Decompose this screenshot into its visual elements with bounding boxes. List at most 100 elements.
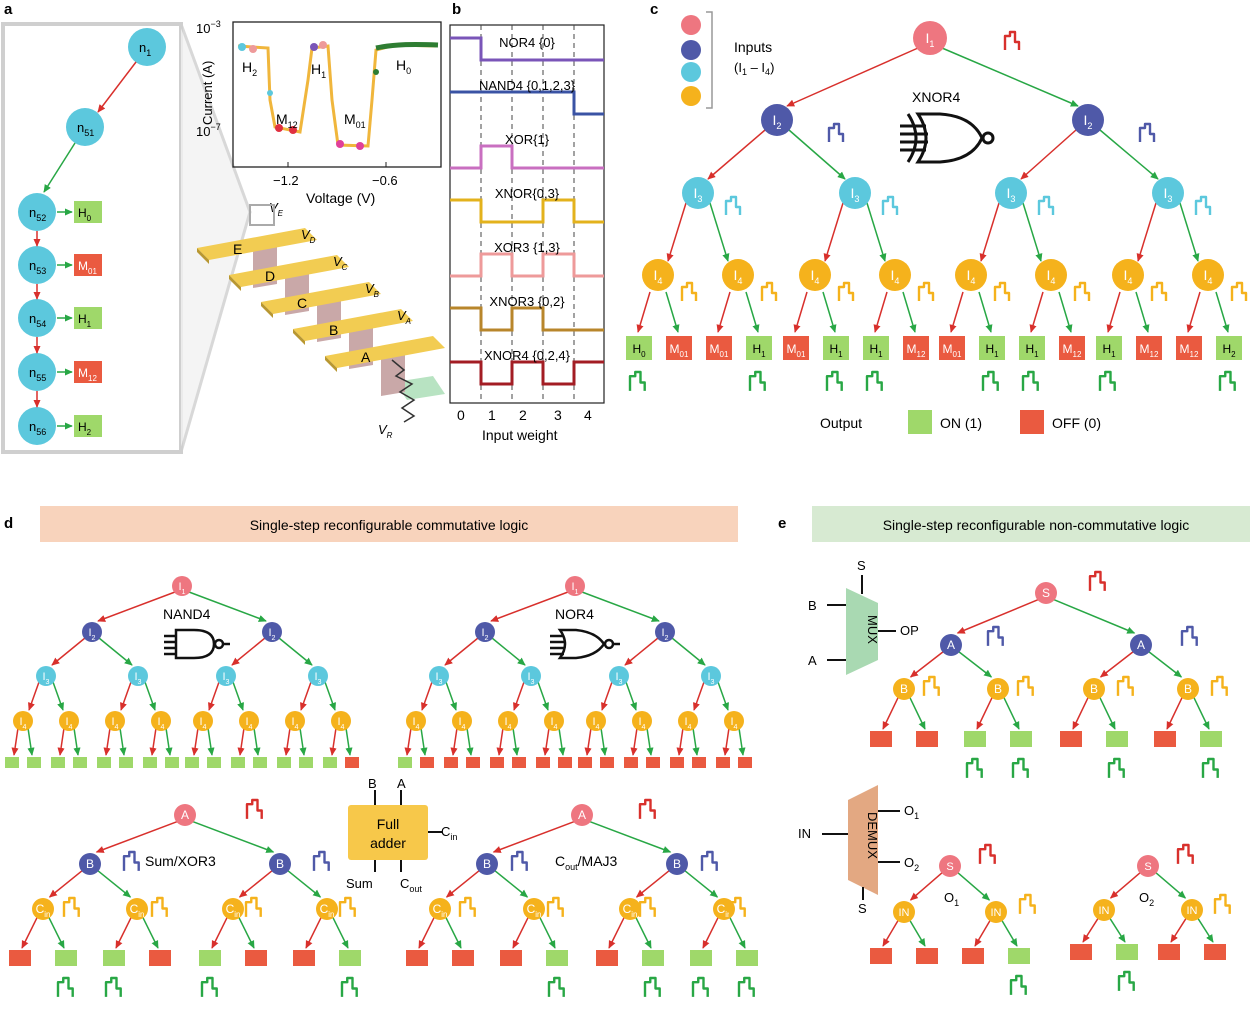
input-pulse-icon <box>1230 281 1248 301</box>
red-arrow <box>707 129 766 180</box>
mux-tree-node-label: B <box>1090 682 1098 696</box>
label-sub: in <box>138 910 144 919</box>
output-off-box <box>670 757 684 768</box>
output-off-box <box>500 950 522 966</box>
inputs-range: (I1 – I4) <box>734 60 774 77</box>
output-on-box <box>1116 944 1138 960</box>
output-pulse-icon <box>1011 757 1029 778</box>
adder-tree-node <box>32 898 54 920</box>
red-arrow <box>722 727 730 756</box>
commutative-tree-node-label: I3 <box>42 671 49 686</box>
green-arrow <box>1192 696 1210 730</box>
output-box-label: M12 <box>1063 342 1082 359</box>
green-arrow <box>646 727 654 756</box>
input-pulse-icon <box>546 896 564 917</box>
electrode-label: D <box>265 268 275 284</box>
commutative-tree-node-label: I2 <box>661 627 668 642</box>
label-main: I <box>638 716 641 728</box>
iv-curve-plot: 10−3 10−7 Current (A) −1.2 −0.6 Voltage … <box>196 19 442 206</box>
adder-tree-node-label: B <box>673 857 681 871</box>
output-on-box <box>690 950 712 966</box>
output-box-label: M01 <box>787 342 806 359</box>
label-sub: 1 <box>87 320 92 329</box>
label-sub: 12 <box>917 350 926 359</box>
output-off-box <box>916 948 938 964</box>
output-pulse-icon <box>340 976 358 997</box>
commutative-tree-node-label: I3 <box>435 671 442 686</box>
commutative-tree-node <box>82 622 102 642</box>
label-main: B <box>673 857 681 871</box>
label-main: H <box>1102 342 1111 356</box>
mux-tree-node-label: B <box>1184 682 1192 696</box>
label-main: I <box>571 581 574 593</box>
adder-tree-node-label: A <box>181 808 189 822</box>
zoom-callout <box>179 23 252 453</box>
output-off-box <box>738 757 752 768</box>
red-arrow <box>208 681 220 711</box>
electrode-side <box>197 248 209 264</box>
demux-o2-pin: O2 <box>904 855 919 873</box>
label-main: C <box>226 902 235 916</box>
green-arrow <box>119 727 127 756</box>
label-main: V <box>301 227 311 242</box>
output-on-box <box>73 757 87 768</box>
green-arrow <box>709 202 730 262</box>
label-main: I <box>1204 267 1208 283</box>
output-off-box <box>716 757 730 768</box>
green-arrow <box>345 727 353 756</box>
vr-label: VR <box>378 422 393 440</box>
green-arrow <box>538 916 556 949</box>
output-off-box <box>149 950 171 966</box>
red-arrow <box>608 916 626 949</box>
output-on-box <box>207 757 221 768</box>
green-arrow <box>232 681 244 711</box>
label-sub: 2 <box>1231 350 1236 359</box>
label-sub: 12 <box>1073 350 1082 359</box>
green-arrow <box>692 727 700 756</box>
adder-tree-node <box>571 804 593 826</box>
output-pulse-icon <box>104 976 122 997</box>
label-main: C <box>320 902 329 916</box>
green-arrow <box>444 916 462 949</box>
red-arrow <box>97 591 176 622</box>
demux-tree-node <box>985 901 1007 923</box>
green-arrow <box>253 727 261 756</box>
green-arrow <box>537 681 549 711</box>
nand-gate-icon <box>164 628 230 660</box>
label-main: I <box>926 30 930 46</box>
xnor4-input-node <box>839 177 871 209</box>
output-on-box <box>253 757 267 768</box>
demux-o1-pin: O1 <box>904 803 919 821</box>
label-sub: C <box>342 263 348 272</box>
electrode-label: A <box>361 349 371 365</box>
label-main: M <box>907 342 917 356</box>
green-arrow <box>978 291 993 333</box>
green-arrow <box>745 291 760 333</box>
label-sub: 3 <box>619 678 623 686</box>
mux-tree-node <box>1035 582 1057 604</box>
label-main: I <box>661 627 664 639</box>
demux-s-pin: S <box>858 901 867 916</box>
red-arrow <box>57 727 65 756</box>
adder-cout-pin: Cout <box>400 876 422 894</box>
label-sub: 54 <box>36 319 46 329</box>
red-arrow <box>584 727 592 756</box>
label-main: H <box>869 342 878 356</box>
green-arrow <box>52 681 64 711</box>
demux-tree-node-label: S <box>1144 861 1151 873</box>
label-sub: 4 <box>115 723 119 731</box>
label-sub: D <box>310 236 316 245</box>
green-arrow <box>671 637 706 666</box>
label-sub: 2 <box>272 634 276 642</box>
electrode-label: B <box>329 322 338 338</box>
label-main: O <box>1139 890 1149 905</box>
red-arrow <box>909 872 943 901</box>
panel-d-header-bar <box>40 506 738 542</box>
xnor4-input-node-label: I4 <box>1204 267 1213 286</box>
red-arrow <box>191 727 199 756</box>
legend-i2-dot <box>681 40 701 60</box>
waveform-label: XOR{1} <box>505 132 550 147</box>
label-main: H <box>78 420 87 434</box>
red-arrow <box>120 681 132 711</box>
output-off-box <box>466 757 480 768</box>
